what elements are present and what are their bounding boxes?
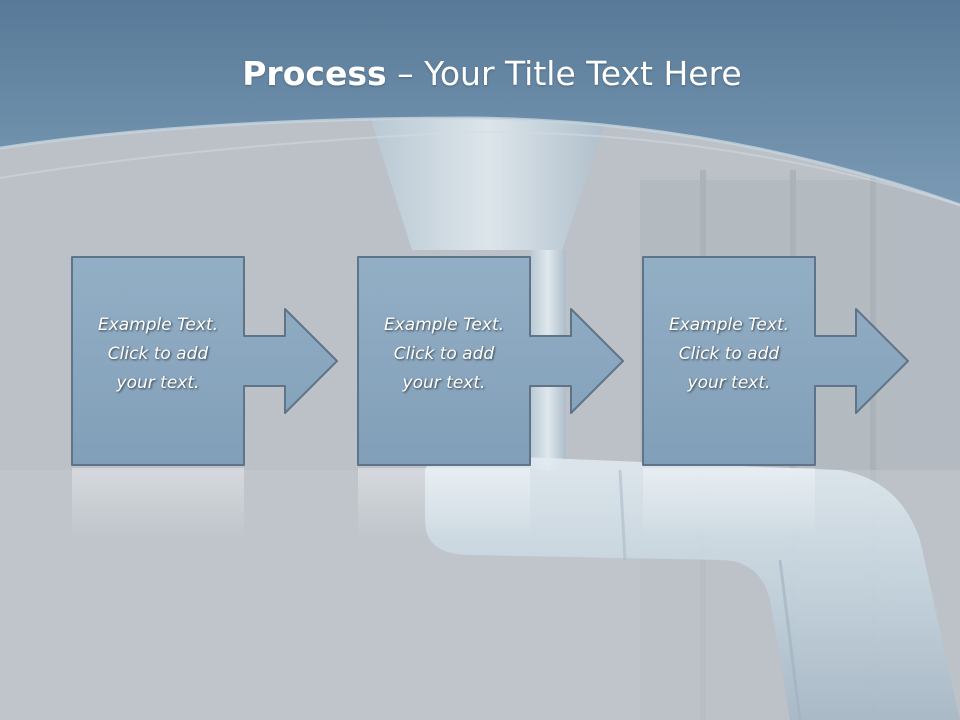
step-2-line-1: Example Text. [383,315,505,335]
title-bold: Process [242,54,387,93]
step-2-text[interactable]: Example Text. Click to add your text. [358,311,530,398]
step-1-reflection [72,468,244,538]
step-3-line-2: Click to add [678,344,780,364]
step-3-arrow-box[interactable] [642,256,909,466]
step-3-line-3: your text. [687,373,771,393]
step-1-arrow-box[interactable] [71,256,338,466]
step-2-reflection [358,468,530,538]
step-1-text[interactable]: Example Text. Click to add your text. [72,311,244,398]
step-2-line-3: your text. [402,373,486,393]
step-2-line-2: Click to add [393,344,495,364]
slide-title[interactable]: Process – Your Title Text Here [0,52,960,96]
step-2-arrow-box[interactable] [357,256,624,466]
title-rest: – Your Title Text Here [386,54,742,93]
step-1-line-2: Click to add [107,344,209,364]
step-3-line-1: Example Text. [668,315,790,335]
step-3-text[interactable]: Example Text. Click to add your text. [643,311,815,398]
step-3-reflection [643,468,815,538]
step-1-line-1: Example Text. [97,315,219,335]
step-1-line-3: your text. [116,373,200,393]
